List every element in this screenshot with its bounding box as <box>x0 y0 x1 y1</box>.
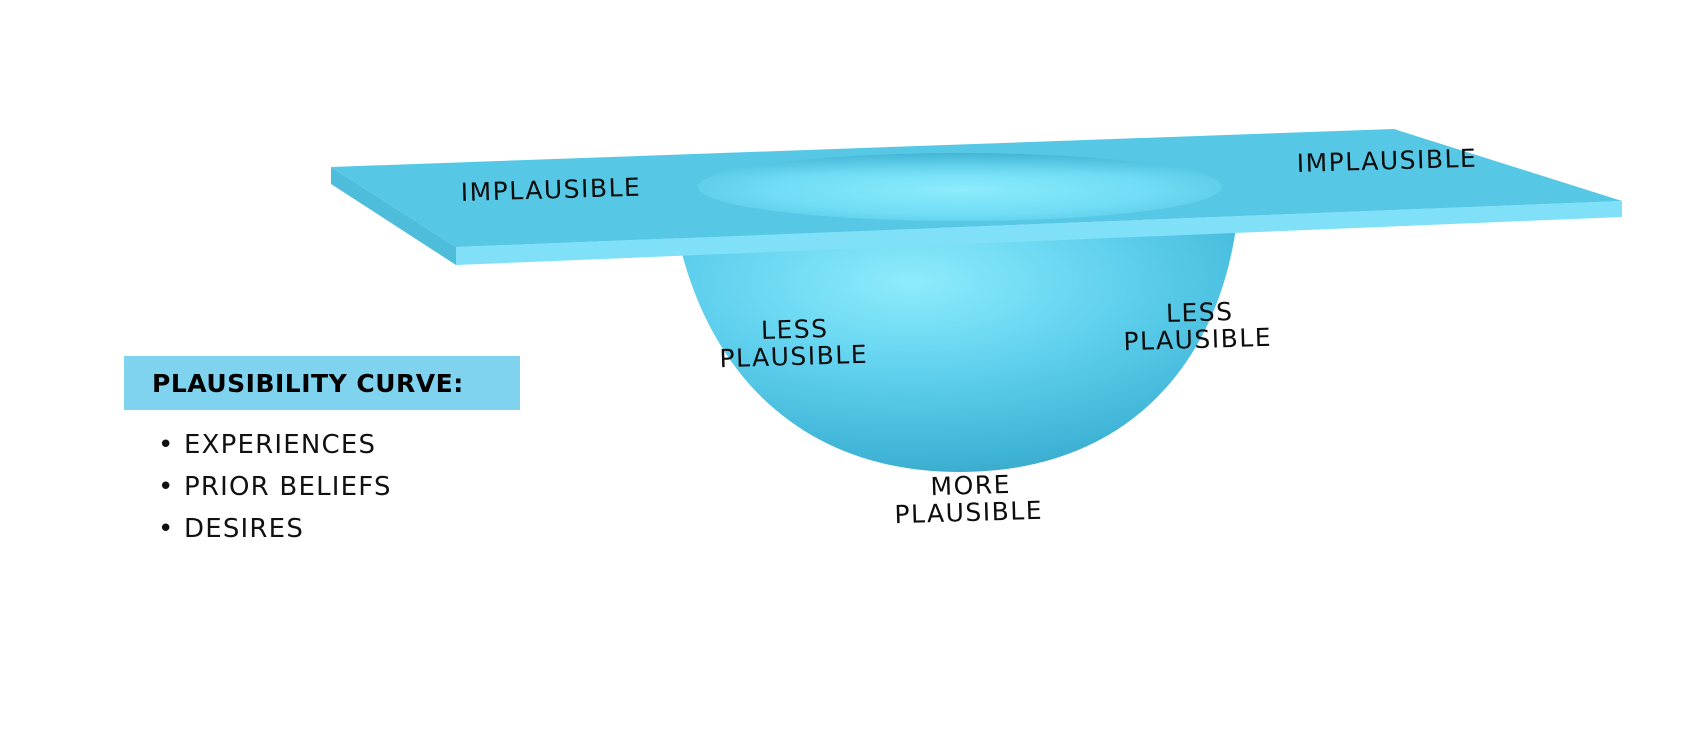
less-plausible-right-line1: LESS <box>1166 297 1234 328</box>
legend-title-box: PLAUSIBILITY CURVE: <box>124 356 520 410</box>
bullet-icon: • <box>158 514 175 544</box>
plausibility-bowl <box>676 228 1236 472</box>
legend-item-desires: •DESIRES <box>158 508 392 550</box>
bullet-icon: • <box>158 472 175 502</box>
implausible-left-label: IMPLAUSIBLE <box>460 173 641 207</box>
less-plausible-right-line2: PLAUSIBLE <box>1123 323 1272 356</box>
legend-list: •EXPERIENCES •PRIOR BELIEFS •DESIRES <box>158 424 392 550</box>
more-plausible-line1: MORE <box>930 470 1011 501</box>
less-plausible-left-line2: PLAUSIBLE <box>719 340 868 373</box>
legend-item-prior-beliefs: •PRIOR BELIEFS <box>158 466 392 508</box>
plane-front-edge <box>456 201 1622 265</box>
more-plausible-line2: PLAUSIBLE <box>894 496 1043 529</box>
legend-title: PLAUSIBILITY CURVE: <box>152 368 464 398</box>
legend-item-experiences: •EXPERIENCES <box>158 424 392 466</box>
plane-side-edge <box>331 167 456 265</box>
less-plausible-left-line1: LESS <box>761 314 829 345</box>
bowl-opening-rim <box>698 153 1222 221</box>
implausible-right-label: IMPLAUSIBLE <box>1296 144 1477 178</box>
bullet-icon: • <box>158 430 175 460</box>
